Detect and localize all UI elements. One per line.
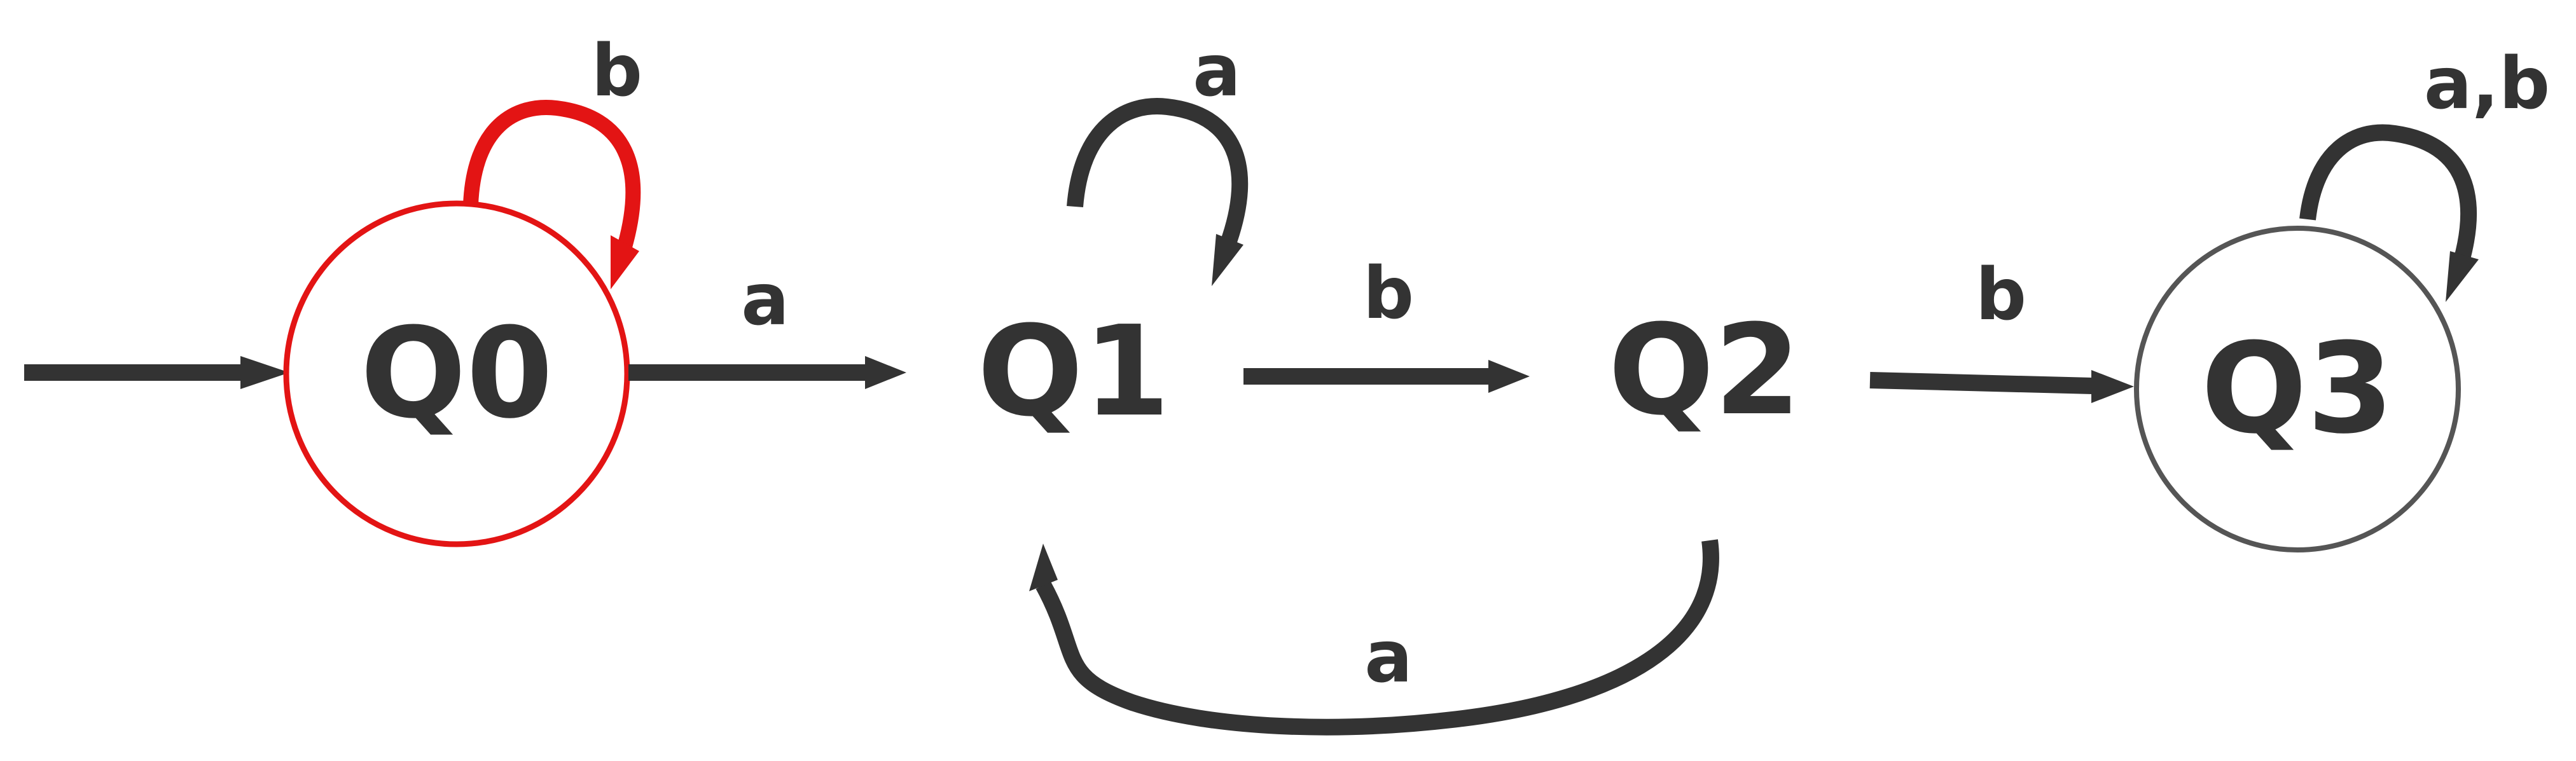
state-q1-label: Q1 bbox=[978, 299, 1170, 444]
state-q2-label: Q2 bbox=[1609, 298, 1801, 443]
start-arrow bbox=[24, 356, 289, 389]
transition-q2-q1[interactable]: a bbox=[1029, 539, 1719, 736]
transition-q1-q2[interactable]: b bbox=[1243, 252, 1530, 393]
transition-q2-q3[interactable]: b bbox=[1869, 254, 2134, 403]
state-q0-label: Q0 bbox=[361, 301, 553, 446]
state-q1[interactable]: Q1 bbox=[978, 299, 1170, 444]
transition-q2-q3-label: b bbox=[1976, 254, 2026, 336]
transition-q2-q1-arrowhead bbox=[1029, 544, 1058, 591]
transition-q3-loop-path bbox=[2299, 124, 2477, 263]
transition-q1-q2-arrowhead bbox=[1488, 360, 1530, 393]
transition-q1-q2-label: b bbox=[1363, 252, 1414, 335]
transition-q3-loop[interactable]: a,b bbox=[2299, 43, 2550, 302]
transition-q1-loop-label: a bbox=[1193, 30, 1241, 113]
transition-q0-loop-path bbox=[463, 100, 641, 254]
transition-q3-loop-arrowhead bbox=[2446, 251, 2479, 302]
transition-q0-q1-label: a bbox=[741, 259, 789, 341]
state-q3[interactable]: Q3 bbox=[2134, 226, 2461, 552]
transition-q1-loop-path bbox=[1067, 98, 1249, 248]
state-q3-circle bbox=[2134, 226, 2461, 552]
transition-q2-q3-arrowhead bbox=[2091, 370, 2134, 403]
transition-q2-q1-label: a bbox=[1364, 616, 1413, 699]
state-q2[interactable]: Q2 bbox=[1609, 298, 1801, 443]
state-q0[interactable]: Q0 bbox=[283, 200, 630, 547]
transition-q0-loop-label: b bbox=[592, 30, 642, 113]
transition-q0-q1[interactable]: a bbox=[628, 259, 906, 389]
state-q0-circle bbox=[283, 200, 630, 547]
state-q3-label: Q3 bbox=[2201, 317, 2394, 462]
transition-q1-loop-arrowhead bbox=[1212, 234, 1243, 286]
transition-q2-q3-line bbox=[1869, 372, 2093, 394]
transition-q3-loop-label: a,b bbox=[2424, 43, 2550, 125]
transition-q2-q1-path bbox=[1035, 539, 1719, 736]
transition-q0-loop[interactable]: b bbox=[463, 30, 642, 289]
transition-q0-q1-arrowhead bbox=[865, 356, 906, 389]
transition-q0-loop-arrowhead bbox=[611, 235, 639, 289]
transition-q1-loop[interactable]: a bbox=[1067, 30, 1249, 286]
